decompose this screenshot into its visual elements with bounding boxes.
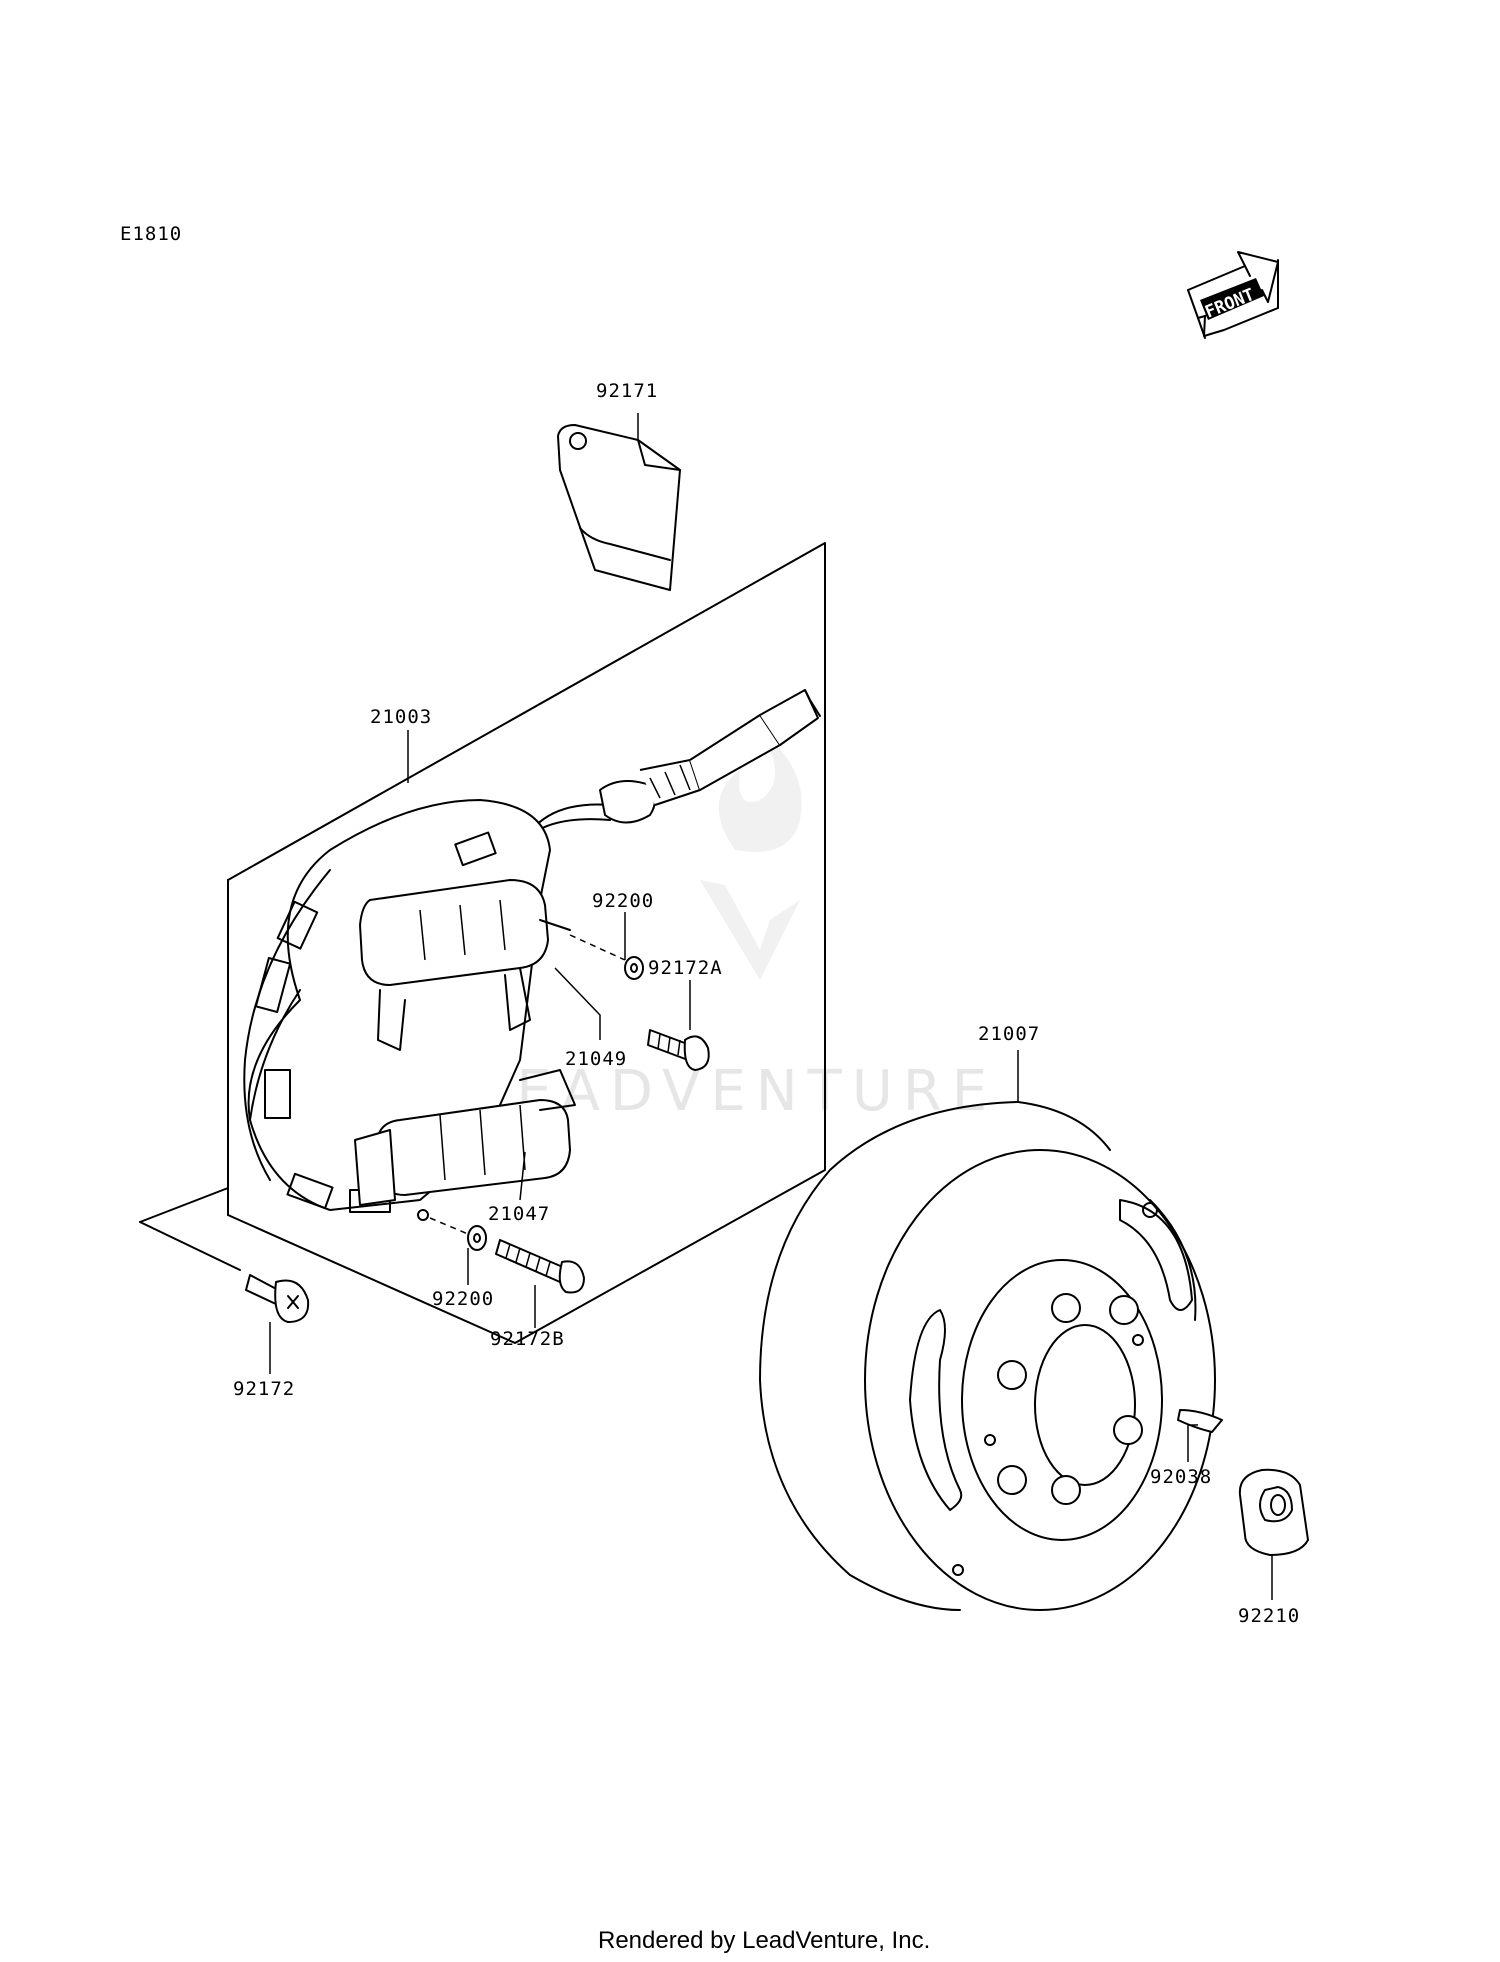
bracket-plate-92171 bbox=[557, 424, 681, 591]
label-92171: 92171 bbox=[596, 380, 658, 402]
label-92172B: 92172B bbox=[490, 1328, 565, 1350]
diagram-code: E1810 bbox=[120, 223, 182, 245]
screw-92172A bbox=[647, 1029, 710, 1071]
screw-92172B bbox=[495, 1239, 585, 1294]
front-arrow-icon: FRONT bbox=[1187, 251, 1279, 339]
key-92038 bbox=[1177, 1409, 1223, 1433]
flywheel-rotor-21007 bbox=[759, 1101, 1216, 1611]
label-21049: 21049 bbox=[565, 1048, 627, 1070]
label-21047: 21047 bbox=[488, 1203, 550, 1225]
leader-lines bbox=[269, 730, 1273, 1600]
label-92172: 92172 bbox=[233, 1378, 295, 1400]
label-92038: 92038 bbox=[1150, 1466, 1212, 1488]
label-92200-upper: 92200 bbox=[592, 890, 654, 912]
label-92200-lower: 92200 bbox=[432, 1288, 494, 1310]
bolt-92172 bbox=[245, 1274, 310, 1323]
label-92172A: 92172A bbox=[648, 957, 723, 979]
coil-21049 bbox=[359, 879, 571, 1051]
stator-assembly-frame bbox=[139, 542, 826, 1344]
watermark-logo bbox=[700, 730, 802, 980]
nut-92210 bbox=[1238, 1468, 1309, 1556]
washer-92200-lower bbox=[467, 1225, 487, 1251]
label-92210: 92210 bbox=[1238, 1605, 1300, 1627]
label-21003: 21003 bbox=[370, 706, 432, 728]
coil-21047 bbox=[354, 1069, 576, 1221]
washer-92200-upper bbox=[624, 956, 644, 980]
footer-credit: Rendered by LeadVenture, Inc. bbox=[598, 1927, 930, 1954]
label-21007: 21007 bbox=[978, 1023, 1040, 1045]
